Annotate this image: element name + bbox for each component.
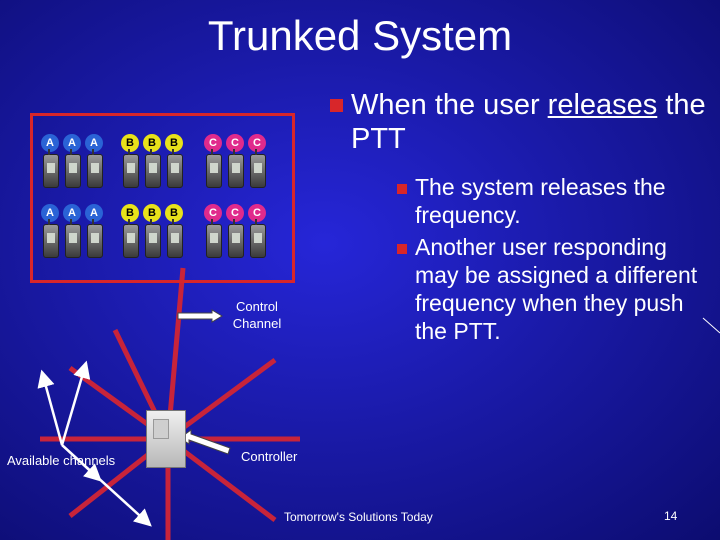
group-badge: A bbox=[41, 134, 59, 152]
radio-icon bbox=[145, 149, 161, 188]
radio-icon bbox=[123, 149, 139, 188]
controller-label: Controller bbox=[241, 449, 298, 464]
group-badge: B bbox=[143, 134, 161, 152]
group-badge: C bbox=[204, 204, 222, 222]
main-bullet: When the user releases the PTT bbox=[351, 88, 711, 156]
controller-arrow bbox=[179, 429, 231, 455]
radio-icon bbox=[123, 219, 139, 258]
group-badge: C bbox=[226, 204, 244, 222]
group-badge: B bbox=[121, 134, 139, 152]
main-bullet-prefix: When the user bbox=[351, 89, 548, 121]
radio-icon bbox=[43, 149, 59, 188]
bullet-square-icon bbox=[330, 99, 343, 112]
radio-icon bbox=[206, 219, 222, 258]
white-arrows bbox=[37, 360, 152, 527]
sub-bullet-1: The system releases the frequency. bbox=[415, 174, 666, 228]
sub-bullet-square-icon bbox=[397, 184, 407, 194]
radio-group-frame bbox=[30, 113, 295, 283]
group-badge: C bbox=[248, 204, 266, 222]
group-badge: C bbox=[248, 134, 266, 152]
page-number: 14 bbox=[664, 509, 678, 523]
group-badge: A bbox=[41, 204, 59, 222]
control-channel-label: Control Channel bbox=[232, 299, 282, 331]
controller-icon bbox=[146, 410, 186, 468]
group-badge: B bbox=[165, 204, 183, 222]
group-badge: A bbox=[85, 204, 103, 222]
radio-icon bbox=[65, 149, 81, 188]
radio-icon bbox=[43, 219, 59, 258]
group-badge: A bbox=[85, 134, 103, 152]
radio-icon bbox=[250, 149, 266, 188]
radio-icon bbox=[228, 149, 244, 188]
decorative-stroke bbox=[702, 317, 720, 334]
control-channel-arrow bbox=[177, 309, 223, 323]
radio-icon bbox=[65, 219, 81, 258]
group-badge: B bbox=[121, 204, 139, 222]
group-badge: C bbox=[204, 134, 222, 152]
footer-tagline: Tomorrow's Solutions Today bbox=[284, 510, 433, 524]
radio-icon bbox=[167, 149, 183, 188]
radio-icon bbox=[228, 219, 244, 258]
group-badge: A bbox=[63, 134, 81, 152]
radio-icon bbox=[145, 219, 161, 258]
main-bullet-emphasis: releases bbox=[547, 89, 658, 121]
group-badge: B bbox=[143, 204, 161, 222]
slide-title: Trunked System bbox=[207, 12, 513, 59]
radio-icon bbox=[250, 219, 266, 258]
radio-icon bbox=[87, 149, 103, 188]
group-badge: B bbox=[165, 134, 183, 152]
radio-icon bbox=[87, 219, 103, 258]
radio-icon bbox=[167, 219, 183, 258]
available-channels-label: Available channels bbox=[7, 453, 116, 468]
main-bullet-suffix: the PTT bbox=[351, 89, 706, 155]
group-badge: A bbox=[63, 204, 81, 222]
sub-bullet-2: Another user responding may be assigned … bbox=[415, 234, 698, 344]
radio-icon bbox=[206, 149, 222, 188]
sub-bullet-square-icon bbox=[397, 244, 407, 254]
group-badge: C bbox=[226, 134, 244, 152]
